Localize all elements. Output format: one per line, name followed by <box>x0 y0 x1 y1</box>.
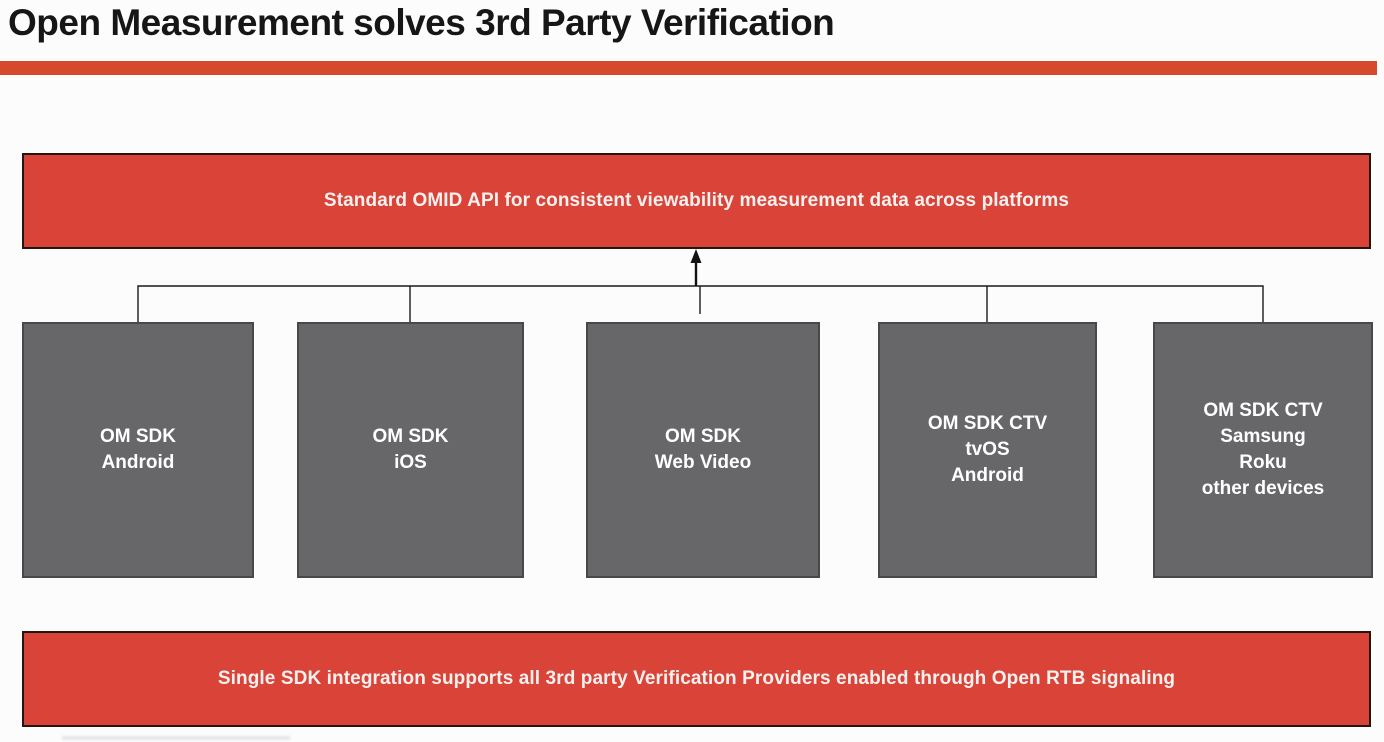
sdk-box-ios-label: OM SDK iOS <box>372 426 449 473</box>
sdk-box-ctv-tvos-android: OM SDK CTV tvOS Android <box>878 322 1097 578</box>
bottom-edge-artifact <box>62 736 290 740</box>
sdk-box-ctv-tvos-android-label: OM SDK CTV tvOS Android <box>927 413 1048 486</box>
sdk-box-web-video-label: OM SDK Web Video <box>654 426 752 473</box>
sdk-box-ios: OM SDK iOS <box>297 322 524 578</box>
slide-title: Open Measurement solves 3rd Party Verifi… <box>8 2 835 43</box>
sdk-box-android: OM SDK Android <box>22 322 254 578</box>
openrtb-banner-text: Single SDK integration supports all 3rd … <box>217 668 1176 689</box>
sdk-box-ctv-samsung-roku-label: OM SDK CTV Samsung Roku other devices <box>1201 400 1325 499</box>
title-divider-rule <box>0 61 1377 75</box>
sdk-box-android-label: OM SDK Android <box>100 426 176 473</box>
openrtb-banner: Single SDK integration supports all 3rd … <box>22 631 1371 727</box>
sdk-box-ctv-samsung-roku: OM SDK CTV Samsung Roku other devices <box>1153 322 1373 578</box>
omid-api-banner-text: Standard OMID API for consistent viewabi… <box>323 190 1070 211</box>
sdk-box-web-video: OM SDK Web Video <box>586 322 820 578</box>
arrow-up-icon <box>690 249 702 286</box>
omid-api-banner: Standard OMID API for consistent viewabi… <box>22 153 1371 249</box>
